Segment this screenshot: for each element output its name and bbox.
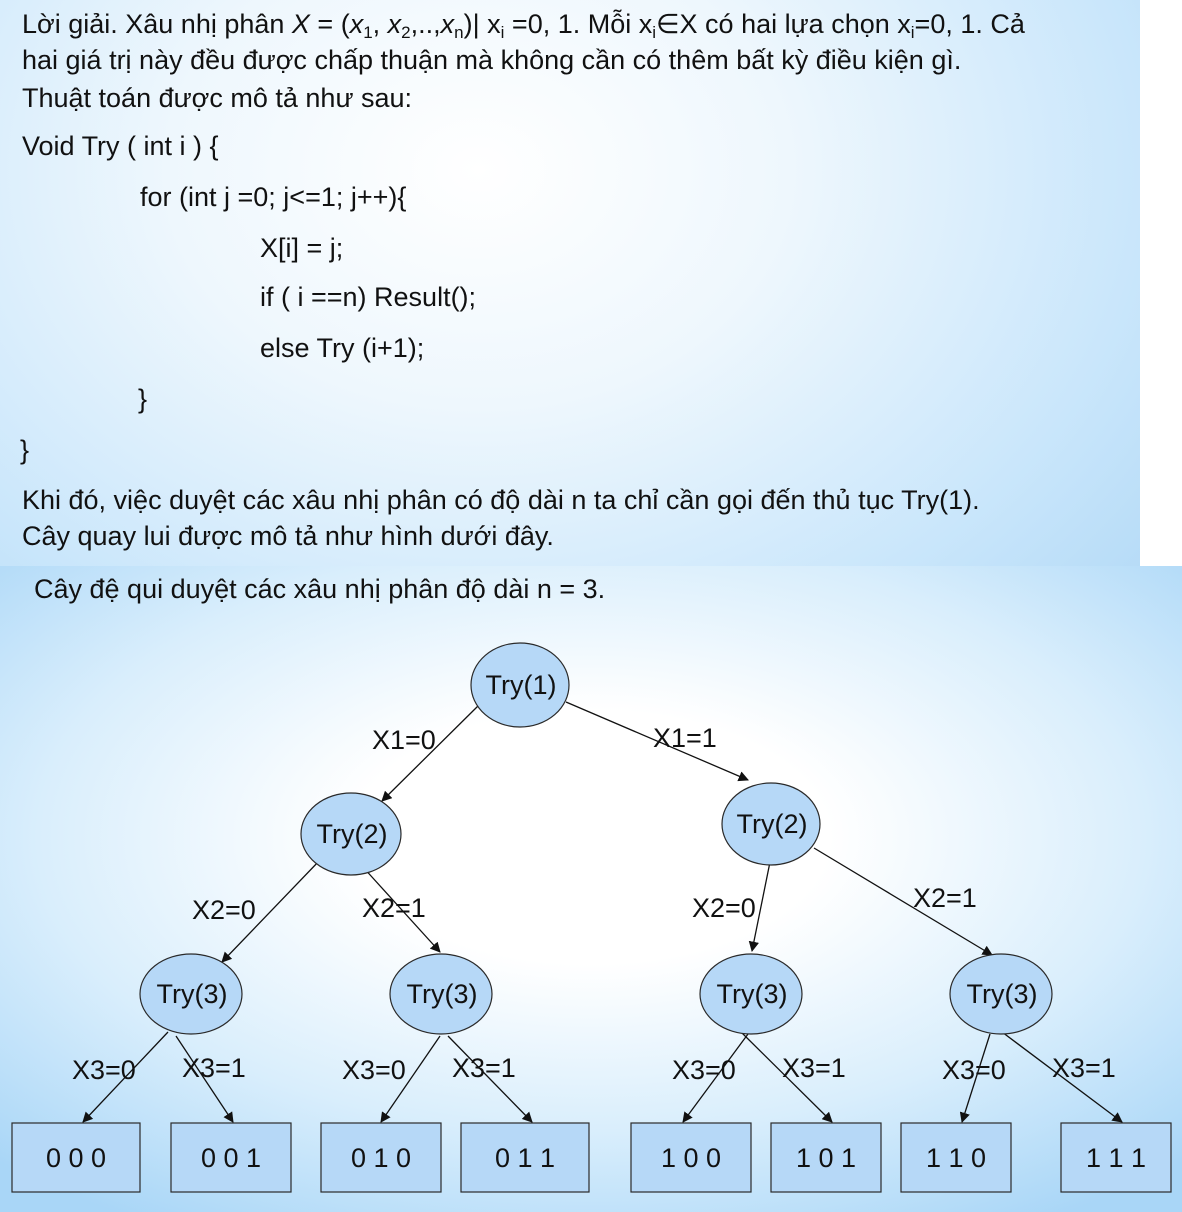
leaf-4-label: 0 1 1: [495, 1143, 555, 1173]
code-line-3: X[i] = j;: [260, 233, 344, 263]
leaf-6: 1 0 1: [770, 1122, 882, 1193]
node-root: Try(1): [470, 642, 570, 728]
node-level3-4: Try(3): [949, 953, 1053, 1035]
node-level3-1-label: Try(3): [157, 979, 228, 1009]
edge-l3d-left: [959, 1033, 991, 1123]
edge-l3b-right: [447, 1035, 533, 1123]
edge-l2a-left: [221, 859, 321, 963]
explanation-line-1: Khi đó, việc duyệt các xâu nhị phân có đ…: [22, 485, 980, 515]
edge-l2b-right: [813, 847, 993, 956]
edge-label-x3-1-2: X3=1: [452, 1053, 516, 1083]
leaf-3: 0 1 0: [320, 1122, 442, 1193]
tree-caption: Cây đệ qui duyệt các xâu nhị phân độ dài…: [34, 574, 606, 604]
edge-label-x3-0-4: X3=0: [942, 1055, 1006, 1085]
code-line-4: if ( i ==n) Result();: [260, 282, 477, 312]
solution-panel: Lời giải. Xâu nhị phân X = (x1, x2,..,xn…: [0, 0, 1140, 566]
code-line-2: for (int j =0; j<=1; j++){: [140, 182, 407, 212]
solution-line-2: hai giá trị này đều được chấp thuận mà k…: [22, 45, 962, 75]
leaf-2-label: 0 0 1: [201, 1143, 261, 1173]
node-level3-1: Try(3): [139, 953, 243, 1035]
tree-panel: Cây đệ qui duyệt các xâu nhị phân độ dài…: [0, 566, 1182, 1212]
leaf-7: 1 1 0: [900, 1122, 1012, 1193]
code-line-5: else Try (i+1);: [260, 333, 425, 363]
code-line-6: }: [138, 384, 148, 414]
recursion-tree-diagram: Try(1) Try(2) Try(2) Try(3) Try(3) Try(3…: [11, 642, 1172, 1193]
edge-root-left: [381, 703, 481, 802]
leaf-1-label: 0 0 0: [46, 1143, 106, 1173]
node-level3-3: Try(3): [699, 953, 803, 1035]
edge-label-x2-0-a: X2=0: [192, 895, 256, 925]
leaf-8: 1 1 1: [1060, 1122, 1172, 1193]
edge-label-x3-0-2: X3=0: [342, 1055, 406, 1085]
edge-label-x3-0-1: X3=0: [72, 1055, 136, 1085]
leaf-6-label: 1 0 1: [796, 1143, 856, 1173]
leaf-5-label: 1 0 0: [661, 1143, 721, 1173]
code-line-1: Void Try ( int i ) {: [22, 131, 219, 161]
edge-label-x3-1-1: X3=1: [182, 1053, 246, 1083]
solution-line-1: Lời giải. Xâu nhị phân X = (x1, x2,..,xn…: [22, 9, 1025, 42]
edge-label-x3-0-3: X3=0: [672, 1055, 736, 1085]
edge-l3b-left: [380, 1035, 441, 1123]
leaf-1: 0 0 0: [11, 1122, 141, 1193]
leaf-7-label: 1 1 0: [926, 1143, 986, 1173]
leaf-2: 0 0 1: [170, 1122, 292, 1193]
leaf-4: 0 1 1: [460, 1122, 590, 1193]
node-level3-2-label: Try(3): [407, 979, 478, 1009]
node-level3-2: Try(3): [389, 953, 493, 1035]
node-root-label: Try(1): [486, 670, 557, 700]
edge-label-x2-1-a: X2=1: [362, 893, 426, 923]
explanation-line-2: Cây quay lui được mô tả như hình dưới đâ…: [22, 521, 554, 551]
node-level3-3-label: Try(3): [717, 979, 788, 1009]
edge-label-x1-0: X1=0: [372, 725, 436, 755]
edge-l3c-right: [739, 1030, 833, 1123]
edge-l3a-right: [175, 1035, 234, 1123]
edge-label-x3-1-4: X3=1: [1052, 1053, 1116, 1083]
node-level2-right: Try(2): [721, 782, 821, 866]
node-level2-right-label: Try(2): [737, 809, 808, 839]
leaf-5: 1 0 0: [630, 1122, 752, 1193]
edge-label-x2-0-b: X2=0: [692, 893, 756, 923]
edge-l3a-left: [82, 1031, 169, 1123]
leaf-8-label: 1 1 1: [1086, 1143, 1146, 1173]
edge-l3d-right: [1001, 1031, 1123, 1123]
node-level2-left-label: Try(2): [317, 819, 388, 849]
edge-label-x2-1-b: X2=1: [913, 883, 977, 913]
edge-label-x1-1: X1=1: [653, 723, 717, 753]
edge-l3c-left: [682, 1033, 749, 1123]
edge-l2b-left: [748, 861, 771, 953]
node-level3-4-label: Try(3): [967, 979, 1038, 1009]
leaf-3-label: 0 1 0: [351, 1143, 411, 1173]
solution-line-3: Thuật toán được mô tả như sau:: [22, 83, 413, 113]
node-level2-left: Try(2): [300, 792, 402, 876]
code-line-7: }: [20, 435, 30, 465]
edge-root-right: [565, 701, 749, 782]
edge-l2a-right: [361, 865, 441, 953]
edge-label-x3-1-3: X3=1: [782, 1053, 846, 1083]
